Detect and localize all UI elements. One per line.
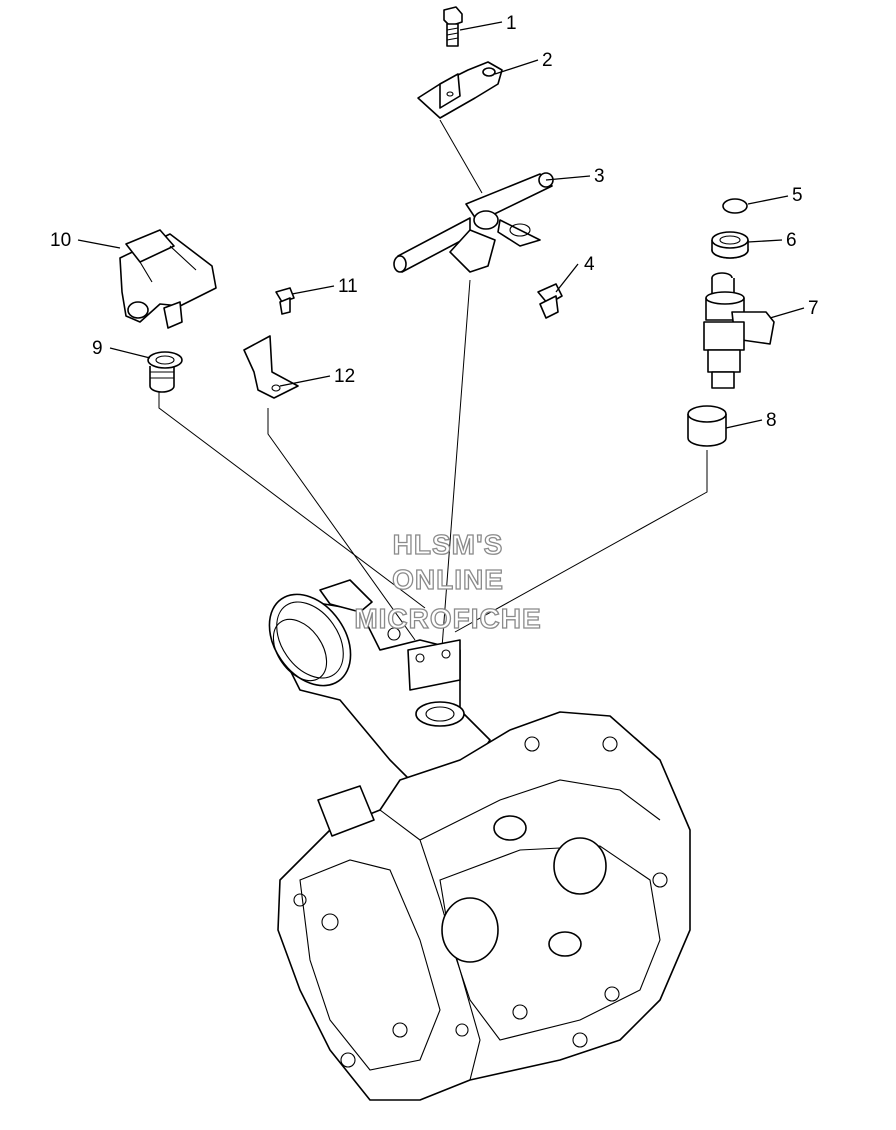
bolt-part-1: [443, 6, 463, 47]
watermark-line-1: HLSM'S: [393, 529, 504, 560]
sensor-part-10: [119, 229, 217, 329]
cylinder-head: [277, 711, 691, 1101]
grommet-part-9: [147, 351, 183, 393]
clip-bracket-part-12: [243, 335, 299, 399]
callout-2: 2: [542, 50, 553, 71]
watermark-line-3: MICROFICHE: [354, 603, 541, 634]
callout-8: 8: [766, 410, 777, 431]
o-ring-part-5: [722, 198, 748, 214]
callout-7: 7: [808, 298, 819, 319]
bracket-part-2: [417, 61, 503, 119]
screw-part-4: [537, 283, 563, 319]
callout-3: 3: [594, 166, 605, 187]
callout-9: 9: [92, 338, 103, 359]
callout-labels: 1 2 3 4 5 6 7 8 9 10 11 12: [50, 13, 819, 431]
callout-4: 4: [584, 254, 595, 275]
callout-12: 12: [334, 366, 355, 387]
fuel-injector-part-7: [703, 272, 775, 389]
watermark-line-2: ONLINE: [392, 564, 504, 595]
assembly-lines: [158, 119, 708, 701]
leader-lines: [77, 21, 805, 429]
callout-1: 1: [506, 13, 517, 34]
seal-part-6: [711, 231, 749, 259]
insulator-part-8: [687, 405, 727, 447]
watermark: HLSM'S ONLINE MICROFICHE: [354, 528, 542, 634]
screw-part-11: [275, 287, 295, 315]
callout-6: 6: [786, 230, 797, 251]
callout-10: 10: [50, 230, 71, 251]
callout-11: 11: [338, 276, 358, 297]
fuel-rail-part-3: [393, 172, 554, 273]
throttle-body: [268, 579, 491, 791]
callout-5: 5: [792, 185, 803, 206]
